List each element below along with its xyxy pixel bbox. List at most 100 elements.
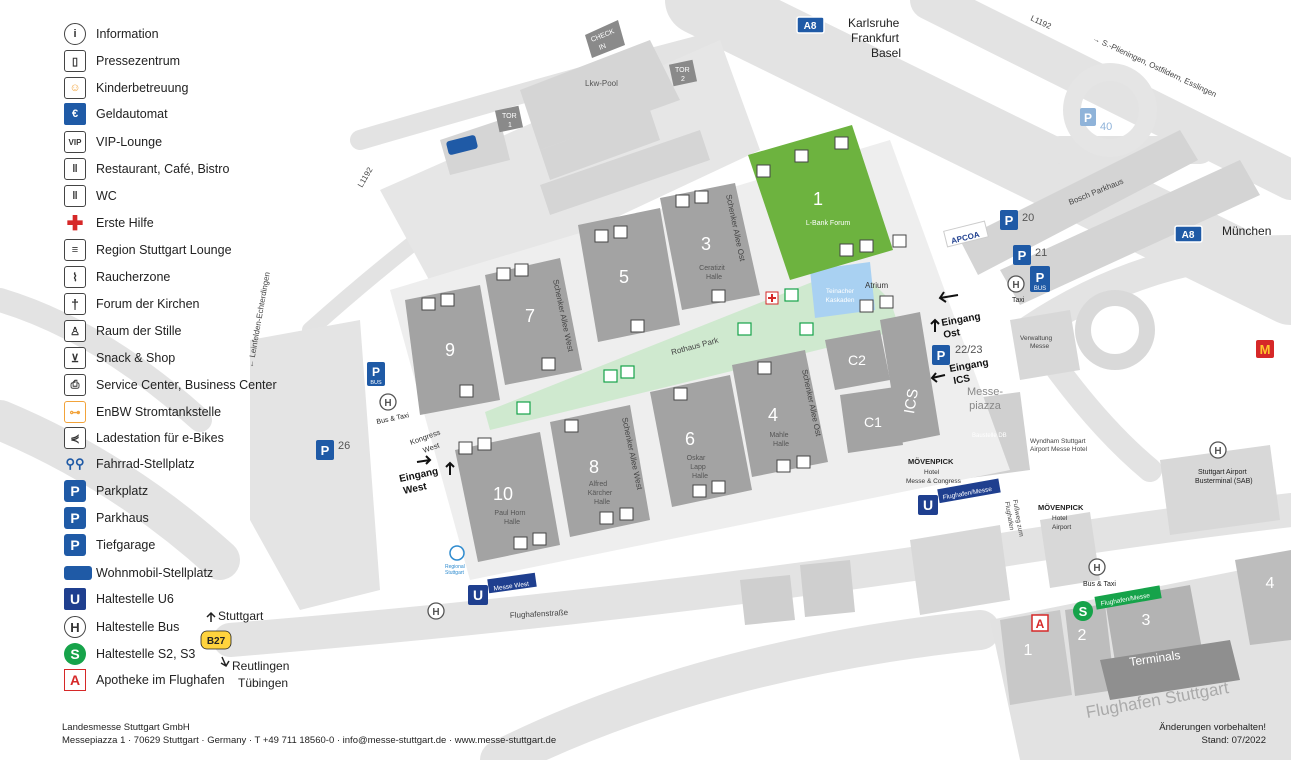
legend-item-bicycle: ⚲⚲ Fahrrad-Stellplatz bbox=[64, 452, 195, 476]
press-icon: ▯ bbox=[64, 50, 86, 72]
svg-text:H: H bbox=[1012, 280, 1019, 291]
svg-text:P: P bbox=[372, 365, 380, 379]
tor2-1: TOR bbox=[675, 67, 690, 74]
legend-label: Fahrrad-Stellplatz bbox=[96, 457, 195, 471]
bicycle-icon: ⚲⚲ bbox=[65, 456, 85, 471]
svg-text:Regional: Regional bbox=[445, 564, 465, 570]
label-teinacher-2: Kaskaden bbox=[826, 297, 855, 304]
terminal-2: 2 bbox=[1078, 627, 1087, 644]
svg-text:P: P bbox=[1084, 111, 1092, 125]
hall-4-name-1: Mahle bbox=[769, 432, 788, 439]
legend-label: Information bbox=[96, 27, 159, 41]
svg-text:Stuttgart: Stuttgart bbox=[445, 570, 465, 576]
legend-item-atm: € Geldautomat bbox=[64, 102, 168, 126]
camper-icon bbox=[64, 566, 92, 580]
svg-text:20: 20 bbox=[1022, 212, 1034, 224]
legend-label: Haltestelle Bus bbox=[96, 620, 180, 634]
north-parking bbox=[380, 40, 760, 300]
rothaus-park bbox=[485, 265, 900, 430]
legend-label: Tiefgarage bbox=[96, 538, 156, 552]
gates: CHECK IN Lkw-Pool TOR 1 TOR 2 bbox=[494, 20, 698, 133]
direction-reutlingen: Reutlingen bbox=[232, 659, 289, 673]
entrance-west-2: West bbox=[402, 481, 428, 497]
svg-text:BUS: BUS bbox=[1034, 286, 1046, 292]
svg-text:B27: B27 bbox=[207, 636, 226, 647]
hall-7-number: 7 bbox=[525, 306, 535, 326]
label-wyndham-1: Wyndham Stuttgart bbox=[1030, 438, 1086, 445]
label-l1192-top: L1192 bbox=[1029, 14, 1053, 32]
legend-label: Service Center, Business Center bbox=[96, 378, 277, 392]
svg-text:U: U bbox=[473, 587, 483, 603]
u6-icon: U bbox=[64, 588, 86, 610]
west-parking-lot bbox=[250, 320, 380, 610]
hall-4 bbox=[732, 350, 828, 477]
smoking-markers bbox=[516, 288, 814, 415]
hall-c2 bbox=[825, 330, 890, 390]
label-atrium: Atrium bbox=[865, 281, 888, 290]
hotel-moevenpick-messe: MÖVENPICK Hotel Messe & Congress bbox=[906, 457, 962, 485]
legend-item-smoking: ⌇ Raucherzone bbox=[64, 265, 170, 289]
footer-company: Landesmesse Stuttgart GmbH bbox=[62, 722, 190, 733]
svg-text:Airport: Airport bbox=[1052, 524, 1071, 531]
legend-item-camper: Wohnmobil-Stellplatz bbox=[64, 561, 213, 585]
service-icon: ⎙ bbox=[64, 374, 86, 396]
legend-label: Forum der Kirchen bbox=[96, 297, 200, 311]
svg-text:P: P bbox=[321, 443, 330, 458]
label-airport-terminal-2: Busterminal (SAB) bbox=[1195, 478, 1253, 485]
tor2-2: 2 bbox=[681, 76, 685, 83]
legend-item-press: ▯ Pressezentrum bbox=[64, 49, 180, 73]
legend-item-sbahn: S Haltestelle S2, S3 bbox=[64, 642, 195, 666]
a8-north-badge: A8 bbox=[796, 16, 825, 34]
u-flughafen-messe: U Flughafen/Messe bbox=[918, 478, 1001, 515]
legend-item-wc: ǁ WC bbox=[64, 184, 117, 208]
legend-item-pharmacy: A Apotheke im Flughafen bbox=[64, 668, 225, 692]
map-pharmacy bbox=[1031, 614, 1049, 632]
legend-item-charging: ⊶ EnBW Stromtankstelle bbox=[64, 400, 221, 424]
mcdonalds-icon bbox=[1256, 340, 1274, 358]
hall-6-name-1: Oskar bbox=[687, 455, 706, 462]
bus-stops bbox=[379, 275, 1227, 620]
restaurant-icon: ǁ bbox=[64, 158, 86, 180]
smoking-icon: ⌇ bbox=[64, 266, 86, 288]
label-messe-piazza-1: Messe- bbox=[967, 386, 1003, 398]
label-taxi: Taxi bbox=[1012, 297, 1025, 304]
legend-label: VIP-Lounge bbox=[96, 135, 163, 149]
hall-3-name-2: Halle bbox=[706, 274, 722, 281]
hall-c2-label: C2 bbox=[848, 352, 866, 368]
legend-item-service: ⎙ Service Center, Business Center bbox=[64, 373, 277, 397]
wc-icon: ǁ bbox=[64, 185, 86, 207]
svg-text:Hotel: Hotel bbox=[1052, 515, 1068, 522]
hotel-moevenpick-airport: MÖVENPICK Hotel Airport bbox=[1038, 503, 1084, 531]
hall-8 bbox=[550, 405, 650, 537]
parking-markers: P 40 P 20 P 21 P 22/23 P 26 P BUS P BUS bbox=[316, 108, 1112, 460]
svg-text:U: U bbox=[923, 497, 933, 513]
label-messe-piazza-2: piazza bbox=[969, 400, 1002, 412]
hall-8-name-1: Alfred bbox=[589, 481, 607, 488]
legend-label: Haltestelle S2, S3 bbox=[96, 647, 196, 661]
svg-text:MÖVENPICK: MÖVENPICK bbox=[908, 457, 954, 466]
label-fussweg-2: Flughafen bbox=[1003, 501, 1015, 531]
legend-item-shop: ⊻ Snack & Shop bbox=[64, 346, 175, 370]
footer-changes: Änderungen vorbehalten! bbox=[1159, 722, 1266, 733]
legend-item-restaurant: ǁ Restaurant, Café, Bistro bbox=[64, 157, 229, 181]
legend-label: Raucherzone bbox=[96, 270, 171, 284]
terminal-4: 4 bbox=[1266, 575, 1275, 592]
hall-9-number: 9 bbox=[445, 340, 455, 360]
svg-text:A: A bbox=[1036, 617, 1045, 631]
label-verwaltung-1: Verwaltung bbox=[1020, 335, 1053, 342]
legend-item-vip: VIP VIP-Lounge bbox=[64, 130, 162, 154]
silence-icon: ♙ bbox=[64, 320, 86, 342]
legend-item-parking: P Parkplatz bbox=[64, 479, 148, 503]
airport-area bbox=[990, 550, 1291, 760]
bus-stop-icon: H bbox=[64, 616, 86, 638]
direction-tuebingen: Tübingen bbox=[238, 676, 288, 690]
legend-item-information: i Information bbox=[64, 22, 159, 46]
u-messe-west: U Messe West bbox=[468, 572, 537, 605]
direction-karlsruhe: Karlsruhe bbox=[848, 16, 900, 30]
entrance-arrows bbox=[416, 291, 959, 475]
hall-ics-label: ICS bbox=[901, 387, 922, 415]
entrance-ics-2: ICS bbox=[953, 373, 972, 387]
hall-6-name-2: Lapp bbox=[690, 464, 706, 471]
hall-7 bbox=[485, 258, 582, 385]
hall-1-number: 1 bbox=[813, 189, 823, 209]
